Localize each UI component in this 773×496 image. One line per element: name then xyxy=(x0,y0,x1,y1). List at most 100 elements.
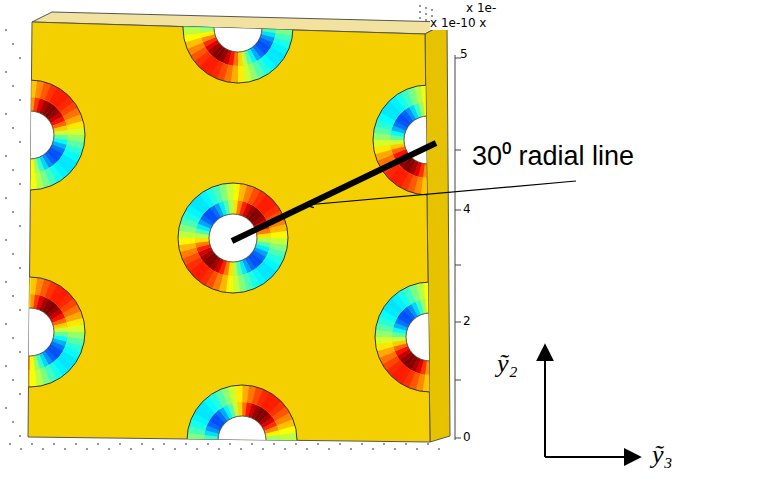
ring-segment xyxy=(0,108,13,121)
ring-segment xyxy=(3,302,15,315)
ring-segment xyxy=(0,362,11,380)
ring-segment xyxy=(22,370,30,387)
grid-dot xyxy=(19,309,21,311)
hole-ring xyxy=(0,80,85,190)
ring-segment xyxy=(430,299,435,313)
grid-dot xyxy=(108,448,110,450)
grid-dot xyxy=(262,448,264,450)
ring-segment xyxy=(437,175,449,193)
ring-segment xyxy=(430,282,438,299)
ring-segment xyxy=(265,0,282,5)
ring-segment xyxy=(0,147,11,158)
ring-segment xyxy=(442,304,453,318)
axis-tick xyxy=(455,322,461,323)
ring-segment xyxy=(261,18,276,25)
ring-segment xyxy=(280,440,297,448)
ring-segment xyxy=(219,0,229,7)
ring-segment xyxy=(219,459,230,473)
ring-segment xyxy=(0,346,13,358)
ring-segment xyxy=(0,344,11,355)
ring-segment xyxy=(0,120,8,129)
grid-dot xyxy=(64,448,66,450)
ring-segment xyxy=(373,139,390,147)
grid-dot xyxy=(240,448,242,450)
ring-segment xyxy=(279,445,297,455)
ring-segment xyxy=(436,300,445,315)
grid-dot xyxy=(12,43,14,45)
ring-segment xyxy=(271,1,289,14)
ring-segment xyxy=(30,159,35,173)
grid-dot xyxy=(12,379,14,381)
ring-segment xyxy=(449,121,463,131)
ring-segment xyxy=(437,161,447,175)
ring-segment xyxy=(0,162,7,179)
grid-dot xyxy=(12,127,14,129)
grid-dot xyxy=(185,443,187,445)
ring-segment xyxy=(0,87,11,105)
ring-segment xyxy=(457,298,474,314)
ring-segment xyxy=(275,455,293,468)
ring-segment xyxy=(3,84,16,102)
ring-segment xyxy=(452,343,467,352)
ring-segment xyxy=(265,467,281,484)
grid-dot xyxy=(438,448,440,450)
ring-segment xyxy=(466,133,483,141)
grid-dot xyxy=(394,448,396,450)
ring-segment xyxy=(20,355,27,370)
grid-dot xyxy=(19,57,21,59)
ring-segment xyxy=(3,105,15,118)
grid-dot xyxy=(12,337,14,339)
ring-segment xyxy=(220,475,232,493)
ring-segment xyxy=(20,97,27,112)
ring-segment xyxy=(452,140,466,145)
ring-segment xyxy=(178,237,195,245)
ring-segment xyxy=(199,0,215,1)
ring-segment xyxy=(272,459,290,474)
grid-dot xyxy=(207,443,209,445)
ring-segment xyxy=(212,454,225,466)
tick-label: 4 xyxy=(463,203,471,216)
ring-segment xyxy=(211,0,223,11)
ring-segment xyxy=(242,464,247,478)
ring-segment xyxy=(433,177,443,195)
ring-segment xyxy=(277,450,295,462)
ring-segment xyxy=(255,1,268,13)
ring-outline xyxy=(187,385,297,495)
ring-segment xyxy=(203,467,219,484)
ring-segment xyxy=(447,352,460,365)
ring-segment xyxy=(439,372,451,390)
grid-dot xyxy=(196,448,198,450)
ring-segment xyxy=(194,0,211,5)
grid-dots xyxy=(5,5,440,450)
grid-dot xyxy=(427,443,429,445)
ring-segment xyxy=(453,293,469,310)
ring-segment xyxy=(445,286,458,304)
ring-segment xyxy=(237,402,242,416)
ring-segment xyxy=(461,113,479,126)
grid-dot xyxy=(141,443,143,445)
ring-segment xyxy=(15,295,24,310)
ring-segment xyxy=(228,0,235,5)
ring-segment xyxy=(22,173,30,190)
ring-segment xyxy=(0,313,9,323)
grid-dot xyxy=(5,155,7,157)
ring-segment xyxy=(245,463,252,478)
ring-segment xyxy=(23,80,31,97)
axis-ticks xyxy=(455,58,461,438)
ring-segment xyxy=(467,342,485,352)
grid-dot xyxy=(12,85,14,87)
ring-segment xyxy=(0,158,3,174)
ring-segment xyxy=(30,356,35,370)
ring-segment xyxy=(457,360,474,376)
ring-segment xyxy=(227,462,236,477)
ring-segment xyxy=(250,0,261,9)
ring-segment xyxy=(257,233,271,238)
ring-segment xyxy=(7,351,18,365)
grid-dot xyxy=(273,443,275,445)
ring-segment xyxy=(232,463,239,478)
ring-segment xyxy=(15,354,24,369)
ring-segment xyxy=(450,146,465,155)
ring-segment xyxy=(0,288,7,305)
grid-dot xyxy=(416,448,418,450)
